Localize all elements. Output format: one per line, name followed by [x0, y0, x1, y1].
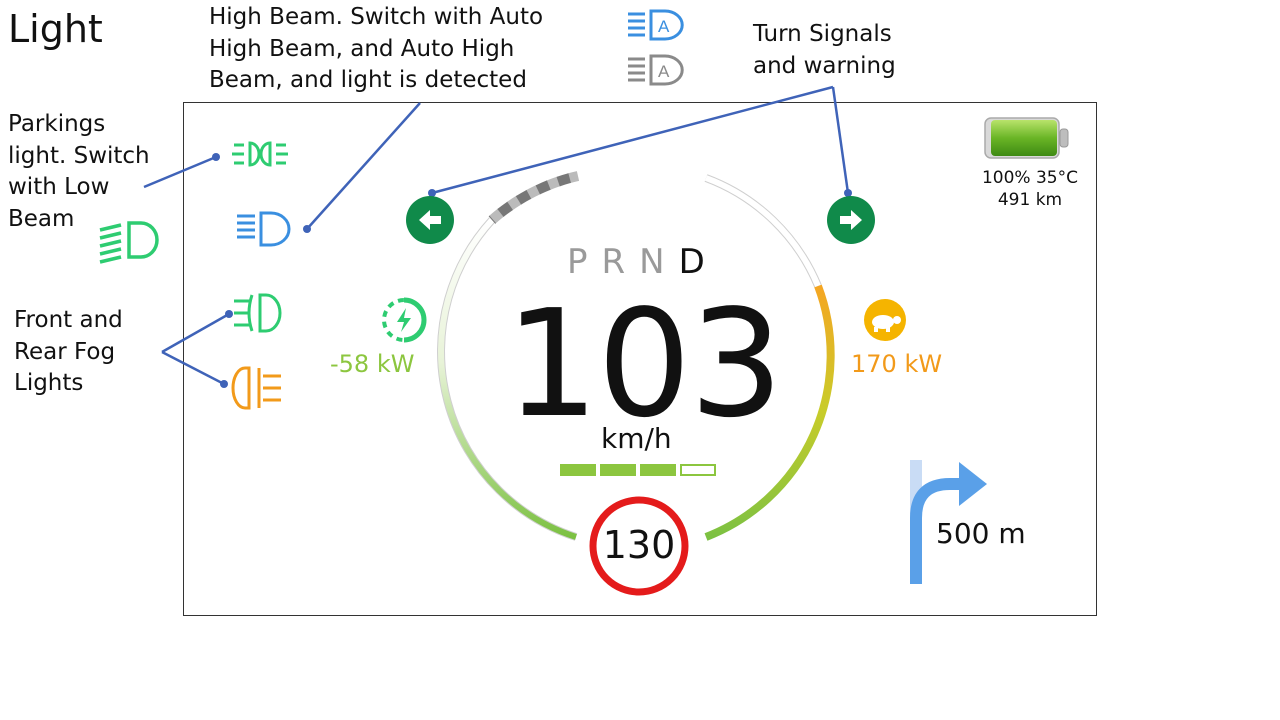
turn-signals-note: Turn Signals and warning — [753, 21, 896, 79]
turn-right-icon — [827, 196, 875, 244]
speed-bar-segment — [560, 464, 596, 476]
speed-limit-sign — [589, 496, 689, 596]
speed-bar-segment — [680, 464, 716, 476]
parking-light-note: Parkings light. Switch with Low Beam — [8, 111, 150, 232]
speed-bar-segment — [640, 464, 676, 476]
nav-arrow-icon — [910, 460, 987, 584]
fog-lights-note: Front and Rear Fog Lights — [14, 307, 123, 396]
high-beam-note: High Beam. Switch with Auto High Beam, a… — [209, 4, 544, 93]
parking-light-icon — [232, 141, 288, 167]
regen-icon — [382, 297, 427, 343]
svg-text:A: A — [658, 62, 670, 81]
battery-status: 100% 35°C 491 km — [981, 168, 1078, 210]
svg-text:A: A — [658, 17, 670, 36]
rear-fog-icon — [231, 366, 281, 410]
regen-power: -58 kW — [330, 350, 415, 378]
gauge-dash-segment — [488, 171, 580, 224]
nav-distance: 500 m — [936, 517, 1026, 550]
front-fog-icon — [234, 293, 282, 333]
speed-bar-segment — [600, 464, 636, 476]
speed-unit: km/h — [601, 422, 672, 455]
turtle-icon — [864, 299, 906, 341]
high-beam-auto-inactive-icon: A — [628, 54, 684, 86]
speed-limit-value: 130 — [602, 523, 676, 567]
high-beam-auto-icon: A — [628, 9, 684, 41]
gear-selector: PRND — [567, 242, 719, 282]
max-power: 170 kW — [851, 350, 943, 378]
gear-active: D — [678, 242, 719, 282]
speed-readout: 103 — [505, 278, 783, 450]
turn-left-icon — [406, 196, 454, 244]
speed-bar — [560, 464, 716, 476]
battery-icon — [984, 117, 1069, 159]
page-title: Light — [8, 7, 103, 51]
high-beam-icon — [237, 211, 291, 247]
low-beam-icon — [99, 221, 159, 264]
dashboard-panel — [183, 102, 1097, 616]
